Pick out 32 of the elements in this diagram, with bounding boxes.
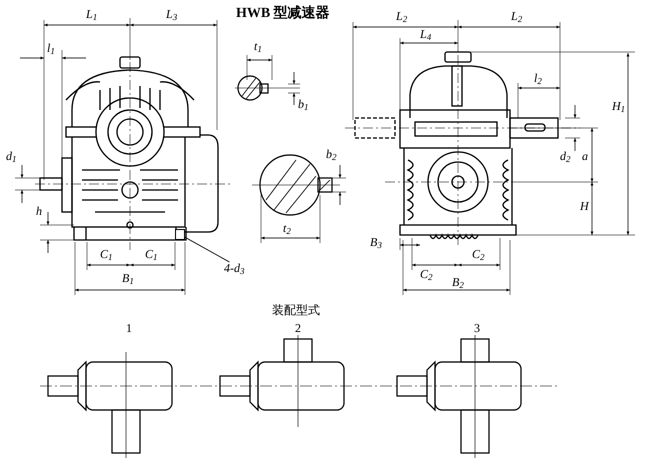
dimension-label: l$_{2}$ (534, 72, 542, 84)
view-label: 装配型式 (272, 304, 320, 316)
dimension-label: t$_{1}$ (254, 40, 262, 52)
dimension-label: C$_{1}$ (145, 248, 158, 260)
dimension-label: t$_{2}$ (283, 222, 291, 234)
dimension-label: B$_{1}$ (122, 272, 134, 284)
dimension-label: L$_{4}$ (420, 28, 432, 40)
dimension-label: L$_{3}$ (166, 8, 178, 20)
dimension-label: d$_{1}$ (6, 150, 16, 162)
dimension-label: C$_{2}$ (420, 268, 433, 280)
dimension-label: L$_{2}$ (511, 10, 522, 22)
view-label: 3 (474, 322, 480, 334)
dimension-label: b$_{1}$ (298, 98, 308, 110)
dimension-label: L$_{2}$ (396, 10, 408, 22)
dimension-label: L$_{1}$ (86, 8, 98, 20)
dimension-label: a (582, 150, 588, 162)
dimension-label: b$_{2}$ (326, 148, 336, 160)
dimension-label: d$_{2}$ (560, 150, 570, 162)
callout-label: 4-d$_{3}$ (222, 262, 246, 274)
bolt-hole (175, 229, 185, 240)
dimension-label: C$_{2}$ (472, 248, 485, 260)
dimension-label: B$_{3}$ (370, 236, 382, 248)
view-label: 2 (295, 322, 301, 334)
dimension-label: H$_{1}$ (612, 100, 626, 112)
dimension-label: l$_{1}$ (47, 42, 55, 54)
leader-line (184, 236, 230, 262)
dimension-label: C$_{1}$ (100, 248, 113, 260)
view-label: 1 (126, 322, 132, 334)
dimension-label: B$_{2}$ (452, 276, 464, 288)
dimension-label: H (580, 200, 589, 212)
dimension-label: h (36, 205, 42, 217)
title: HWB 型减速器 (236, 4, 330, 23)
